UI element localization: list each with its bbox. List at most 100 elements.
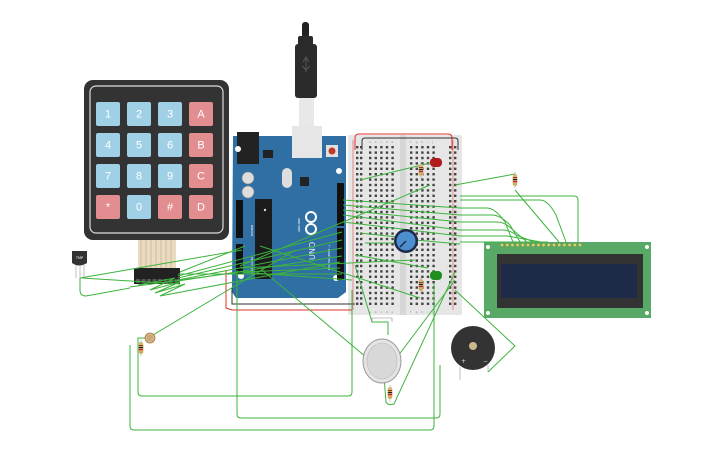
terminal-hole[interactable] [421, 216, 424, 219]
keypad-key-B[interactable]: B [189, 133, 213, 157]
rail-hole[interactable] [454, 194, 457, 197]
terminal-hole[interactable] [426, 243, 430, 246]
rail-hole[interactable] [360, 281, 363, 284]
terminal-hole[interactable] [391, 291, 394, 295]
terminal-hole[interactable] [421, 200, 424, 203]
rail-hole[interactable] [356, 178, 359, 181]
keypad-key-0[interactable]: 0 [127, 195, 151, 219]
terminal-hole[interactable] [415, 146, 418, 149]
terminal-hole[interactable] [415, 275, 418, 278]
rail-hole[interactable] [449, 243, 452, 246]
rail-hole[interactable] [449, 151, 452, 154]
terminal-hole[interactable] [380, 281, 383, 284]
rail-hole[interactable] [360, 194, 363, 197]
keypad-key-C[interactable]: C [189, 164, 213, 188]
rail-hole[interactable] [356, 264, 359, 268]
terminal-hole[interactable] [385, 173, 389, 176]
terminal-hole[interactable] [380, 243, 383, 246]
terminal-hole[interactable] [374, 200, 377, 203]
terminal-hole[interactable] [374, 178, 377, 181]
rail-hole[interactable] [454, 227, 457, 230]
terminal-hole[interactable] [432, 243, 435, 246]
terminal-hole[interactable] [391, 189, 394, 192]
terminal-hole[interactable] [410, 286, 413, 289]
terminal-hole[interactable] [369, 173, 372, 176]
keypad-key-A[interactable]: A [189, 102, 213, 126]
terminal-hole[interactable] [385, 221, 389, 224]
rail-hole[interactable] [449, 221, 452, 224]
terminal-hole[interactable] [410, 210, 413, 214]
rail-hole[interactable] [449, 210, 452, 214]
rail-hole[interactable] [356, 237, 359, 241]
terminal-hole[interactable] [374, 173, 377, 176]
terminal-hole[interactable] [426, 146, 430, 149]
terminal-hole[interactable] [410, 291, 413, 295]
terminal-hole[interactable] [380, 286, 383, 289]
terminal-hole[interactable] [421, 178, 424, 181]
rail-hole[interactable] [360, 270, 363, 273]
rail-hole[interactable] [449, 297, 452, 300]
rail-hole[interactable] [454, 146, 457, 149]
terminal-hole[interactable] [391, 232, 394, 235]
terminal-hole[interactable] [385, 189, 389, 192]
rail-hole[interactable] [356, 286, 359, 289]
lcd-pin-e[interactable] [526, 243, 530, 247]
terminal-hole[interactable] [369, 221, 372, 224]
rail-hole[interactable] [360, 254, 363, 257]
terminal-hole[interactable] [380, 162, 383, 165]
keypad-key-2[interactable]: 2 [127, 102, 151, 126]
rail-hole[interactable] [356, 259, 359, 262]
terminal-hole[interactable] [380, 237, 383, 241]
terminal-hole[interactable] [374, 259, 377, 262]
terminal-hole[interactable] [369, 200, 372, 203]
terminal-hole[interactable] [391, 162, 394, 165]
terminal-hole[interactable] [415, 173, 418, 176]
terminal-hole[interactable] [380, 156, 383, 160]
terminal-hole[interactable] [426, 167, 430, 170]
rail-hole[interactable] [360, 291, 363, 295]
rail-hole[interactable] [454, 297, 457, 300]
terminal-hole[interactable] [415, 200, 418, 203]
terminal-hole[interactable] [369, 275, 372, 278]
rail-hole[interactable] [360, 286, 363, 289]
terminal-hole[interactable] [391, 275, 394, 278]
rail-hole[interactable] [360, 259, 363, 262]
terminal-hole[interactable] [385, 200, 389, 203]
rail-power-bridge[interactable] [354, 133, 453, 150]
terminal-hole[interactable] [421, 232, 424, 235]
terminal-hole[interactable] [385, 254, 389, 257]
lcd-16x2[interactable] [484, 242, 651, 318]
terminal-hole[interactable] [432, 146, 435, 149]
terminal-hole[interactable] [421, 259, 424, 262]
terminal-hole[interactable] [415, 151, 418, 154]
terminal-hole[interactable] [369, 210, 372, 214]
terminal-hole[interactable] [421, 221, 424, 224]
potentiometer[interactable] [394, 229, 418, 253]
keypad-key-1[interactable]: 1 [96, 102, 120, 126]
rail-hole[interactable] [360, 146, 363, 149]
terminal-hole[interactable] [415, 210, 418, 214]
rail-hole[interactable] [360, 156, 363, 160]
terminal-hole[interactable] [369, 254, 372, 257]
rail-hole[interactable] [356, 281, 359, 284]
terminal-hole[interactable] [410, 254, 413, 257]
terminal-hole[interactable] [432, 183, 435, 187]
terminal-hole[interactable] [415, 227, 418, 230]
terminal-hole[interactable] [369, 194, 372, 197]
terminal-hole[interactable] [432, 167, 435, 170]
rail-hole[interactable] [356, 248, 359, 251]
terminal-hole[interactable] [374, 167, 377, 170]
terminal-hole[interactable] [369, 237, 372, 241]
terminal-hole[interactable] [432, 210, 435, 214]
terminal-hole[interactable] [374, 189, 377, 192]
terminal-hole[interactable] [369, 264, 372, 268]
terminal-hole[interactable] [415, 281, 418, 284]
terminal-hole[interactable] [380, 178, 383, 181]
rail-hole[interactable] [454, 270, 457, 273]
rail-hole[interactable] [449, 227, 452, 230]
terminal-hole[interactable] [432, 281, 435, 284]
terminal-hole[interactable] [385, 270, 389, 273]
terminal-hole[interactable] [432, 259, 435, 262]
rail-hole[interactable] [360, 227, 363, 230]
